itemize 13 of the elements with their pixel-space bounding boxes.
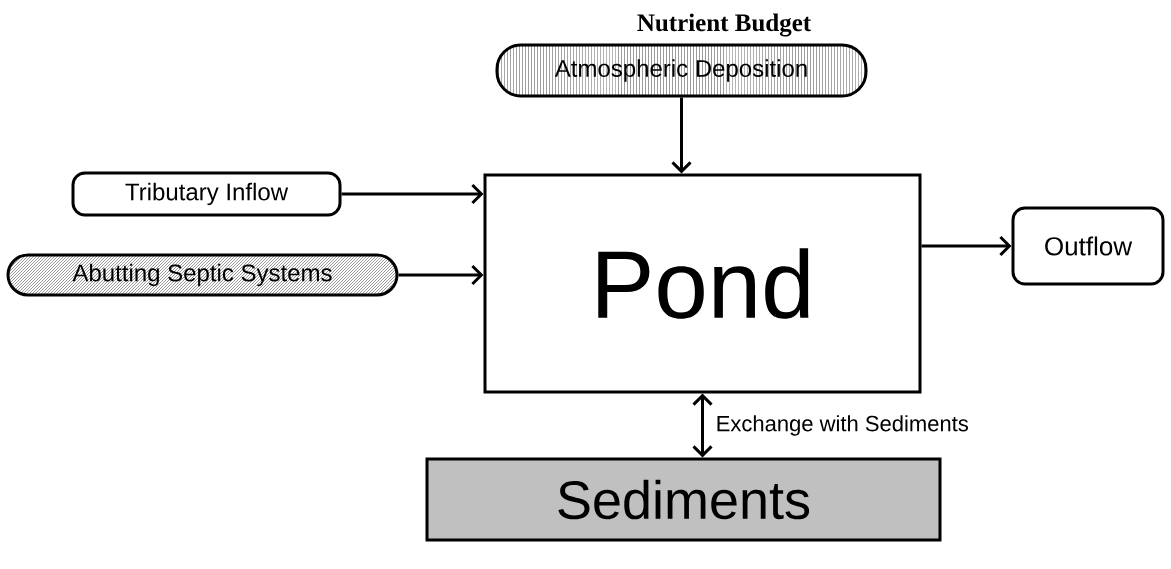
sink-box: Sediments	[425, 457, 942, 542]
title: Nutrient Budget	[637, 13, 812, 37]
arrow	[671, 97, 692, 174]
rounded-box: Outflow	[1011, 206, 1165, 286]
arrow	[341, 183, 484, 205]
edge-label: Exchange with Sediments	[717, 415, 968, 436]
process-box: Pond	[483, 173, 922, 394]
rounded-box: Tributary Inflow	[71, 171, 342, 217]
source-pill: Atmospheric Deposition	[495, 43, 868, 98]
arrow	[921, 235, 1012, 257]
arrow	[398, 264, 484, 286]
arrow	[692, 393, 713, 458]
source-pill: Abutting Septic Systems	[6, 253, 399, 297]
